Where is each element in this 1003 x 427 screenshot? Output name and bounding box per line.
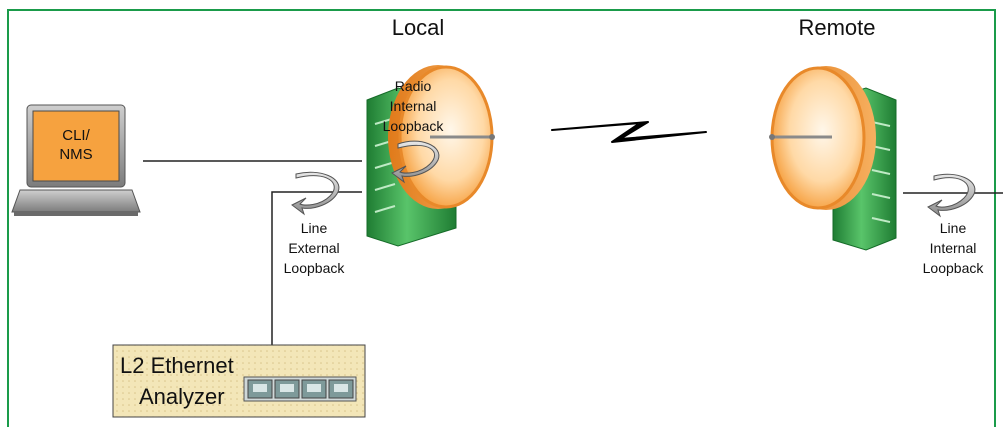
loopback-arrow-icon (391, 140, 440, 184)
laptop-label-line2: NMS (59, 146, 92, 163)
loopback-arrow-icon (927, 173, 976, 218)
line-internal-label-3: Loopback (923, 260, 985, 276)
remote-radio-icon (769, 66, 897, 251)
wireless-link-icon (551, 121, 707, 143)
radio-internal-label-2: Internal (390, 98, 437, 114)
line-external-label-2: External (288, 240, 339, 256)
diagram-frame (7, 9, 996, 427)
radio-internal-label-1: Radio (395, 78, 432, 94)
local-title: Local (392, 15, 445, 40)
line-internal-label-1: Line (940, 220, 967, 236)
loopback-arrow-icon (291, 171, 340, 216)
analyzer-link-line (271, 191, 362, 345)
remote-title: Remote (798, 15, 875, 40)
line-external-label-1: Line (301, 220, 328, 236)
ethernet-port-icon (243, 376, 357, 402)
line-external-label-3: Loopback (284, 260, 346, 276)
laptop-icon (11, 104, 141, 216)
line-internal-label-2: Internal (930, 240, 977, 256)
radio-internal-label-3: Loopback (383, 118, 445, 134)
analyzer-label-line2: Analyzer (139, 384, 225, 409)
analyzer-label-line1: L2 Ethernet (120, 353, 234, 378)
laptop-label-line1: CLI/ (62, 127, 90, 144)
